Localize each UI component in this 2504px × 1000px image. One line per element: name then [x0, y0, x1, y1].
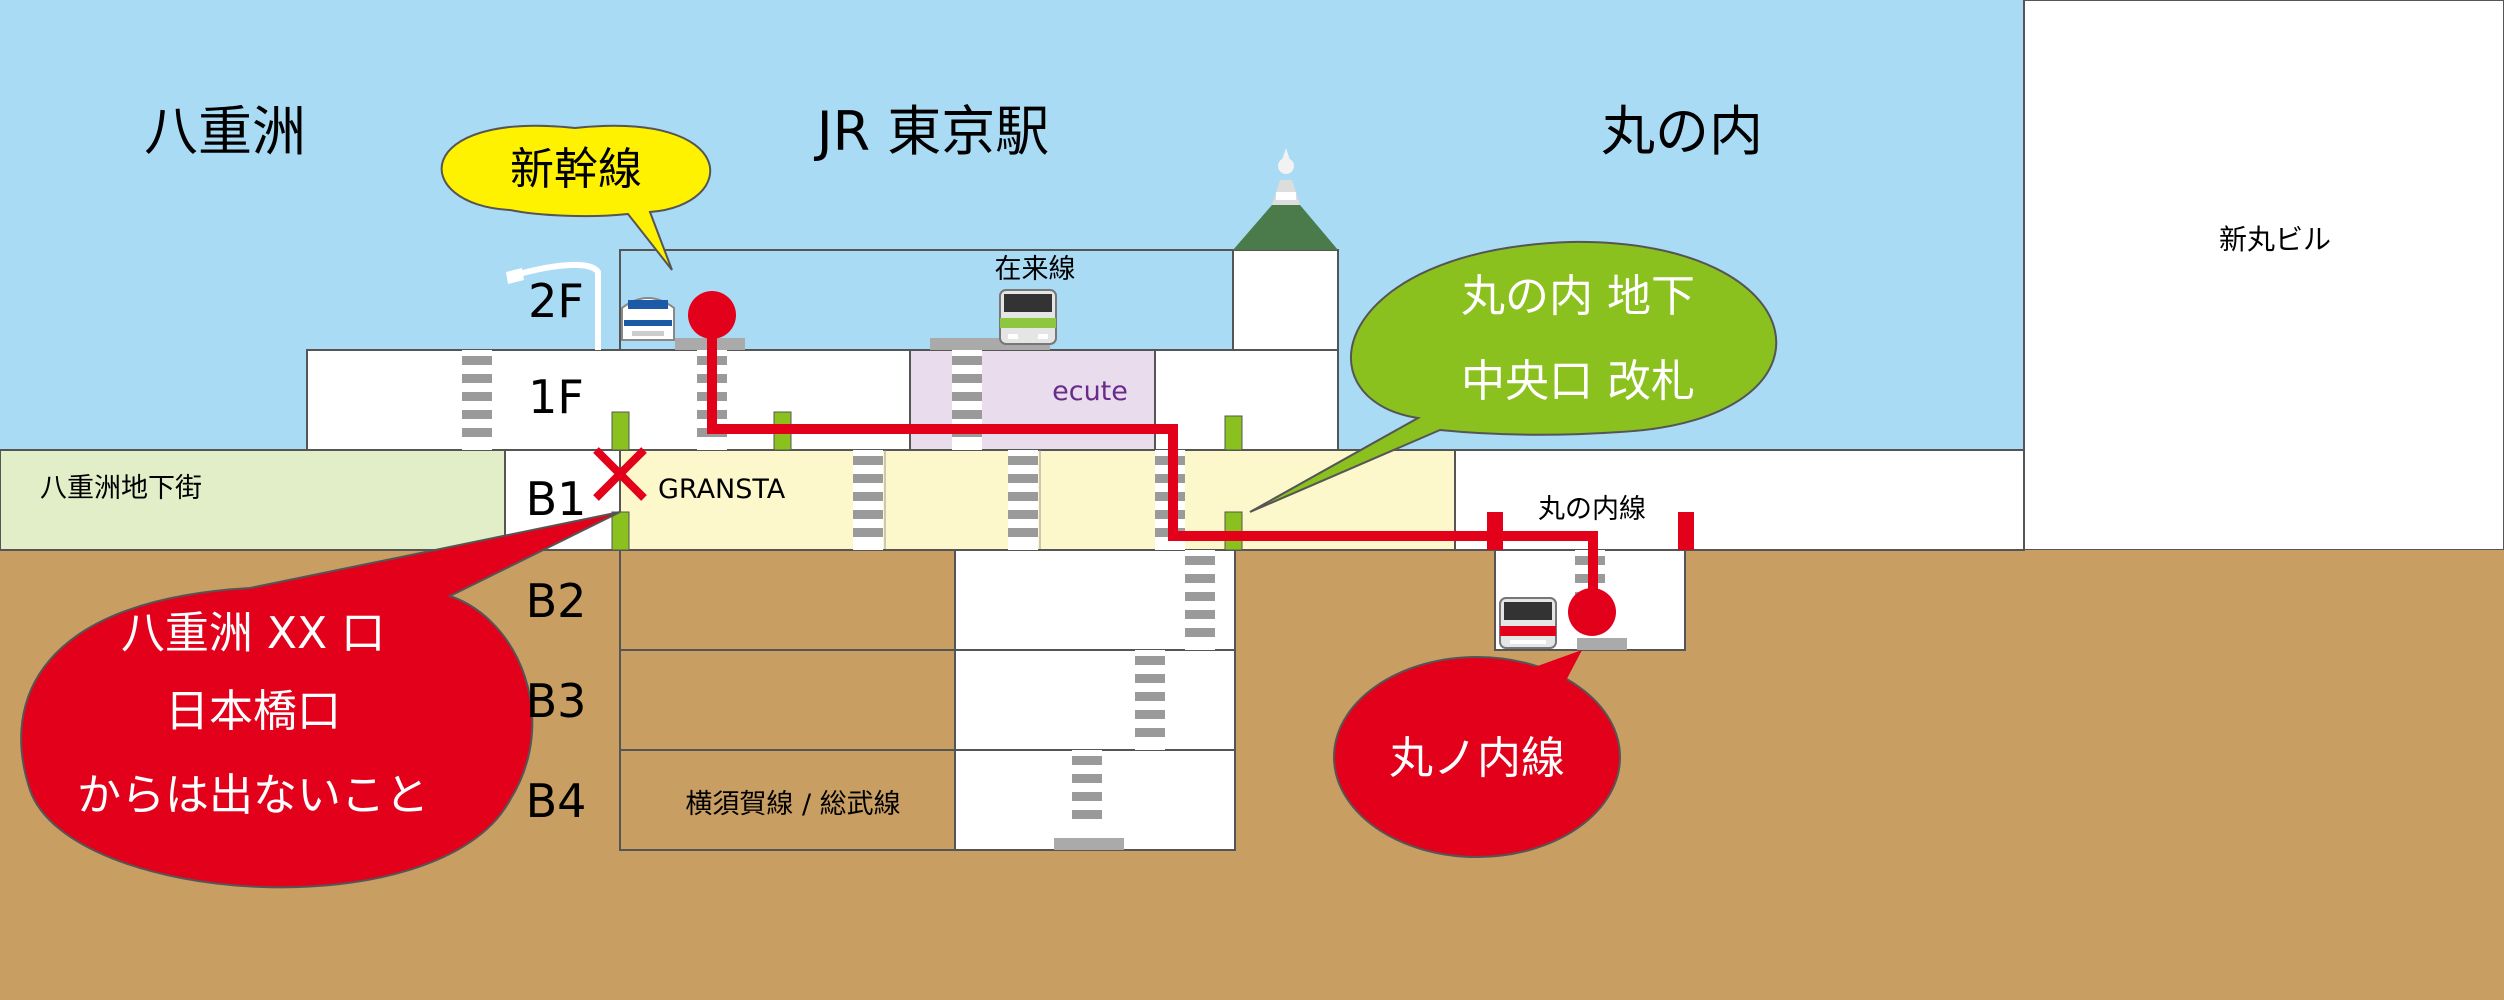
- tower-spire-base: [1276, 192, 1296, 200]
- gate-marker: [611, 511, 630, 551]
- stair-icon: [1185, 550, 1215, 650]
- marunouchi-line-callout-text: 丸ノ内線: [1389, 733, 1565, 784]
- no-entry-cross-icon: [593, 447, 647, 501]
- shin-maru-building-label: 新丸ビル: [2219, 223, 2331, 256]
- gransta-label: GRANSTA: [658, 474, 786, 505]
- floor-label-b3: B3: [526, 674, 587, 728]
- marunouchi-line-concourse-label: 丸の内線: [1538, 494, 1646, 525]
- marunouchi-line-gate-marker: [1678, 512, 1694, 550]
- marunouchi-train-icon: [1499, 597, 1557, 649]
- shinkansen-callout-bubble: [440, 124, 712, 271]
- yamanote-train-icon: [999, 289, 1057, 345]
- floor-label-1f: 1F: [528, 370, 584, 424]
- shinkansen-callout-text: 新幹線: [510, 144, 642, 195]
- marunouchi-gate-callout-line-1: 丸の内 地下: [1461, 271, 1695, 322]
- gate-marker: [1224, 415, 1243, 451]
- lamp-post: [511, 262, 601, 350]
- floor-label-b2: B2: [526, 574, 587, 628]
- conventional-lines-label: 在来線: [995, 254, 1076, 285]
- tower-finial-top: [1282, 148, 1290, 160]
- no-exit-callout-bubble: [20, 511, 621, 889]
- b3-platform: [954, 649, 1236, 751]
- stair-icon: [853, 450, 883, 550]
- shinkansen-train-icon: [621, 297, 675, 341]
- shin-maru-building: [2023, 0, 2504, 551]
- no-exit-callout-line-3: からは出ないこと: [77, 770, 429, 821]
- marunouchi-label: 丸の内: [1601, 100, 1763, 163]
- no-exit-callout-line-2: 日本橋口: [165, 686, 341, 737]
- marunouchi-gate-callout-bubble: [1249, 240, 1778, 513]
- b4-platform-edge: [1054, 838, 1124, 850]
- marunouchi-line-callout-tail: [1532, 650, 1582, 692]
- lamp-head: [506, 268, 524, 284]
- ecute-label: ecute: [1052, 376, 1128, 407]
- yokosuka-sobu-label: 横須賀線 / 総武線: [685, 789, 900, 820]
- route-end-marker: [1568, 588, 1616, 636]
- route-start-marker: [688, 291, 736, 339]
- floor-label-b4: B4: [526, 774, 587, 828]
- marunouchi-platform-edge: [1577, 638, 1627, 650]
- stair-icon: [1135, 650, 1165, 750]
- stair-icon: [462, 350, 492, 450]
- marunouchi-line-concourse: [1454, 449, 2025, 551]
- stair-icon: [1072, 750, 1102, 838]
- stair-icon: [952, 350, 982, 450]
- marunouchi-line-callout-bubble: [1333, 656, 1621, 858]
- no-exit-callout-line-1: 八重洲 XX 口: [121, 608, 385, 659]
- tower-finial: [1278, 158, 1294, 174]
- transfer-route: [707, 318, 1598, 612]
- floor-1f-building: [306, 349, 1339, 451]
- gate-marker: [611, 411, 630, 451]
- yaesu-label: 八重洲: [144, 100, 306, 163]
- yaesu-underground-label: 八重洲地下街: [40, 473, 202, 504]
- stair-icon: [1008, 450, 1038, 550]
- jr-station-label: JR 東京駅: [814, 100, 1050, 163]
- marunouchi-gate-callout-line-2: 中央口 改札: [1461, 356, 1695, 407]
- floor-label-2f: 2F: [528, 274, 584, 328]
- tower-roof: [1233, 205, 1338, 250]
- floor-label-b1: B1: [526, 472, 587, 526]
